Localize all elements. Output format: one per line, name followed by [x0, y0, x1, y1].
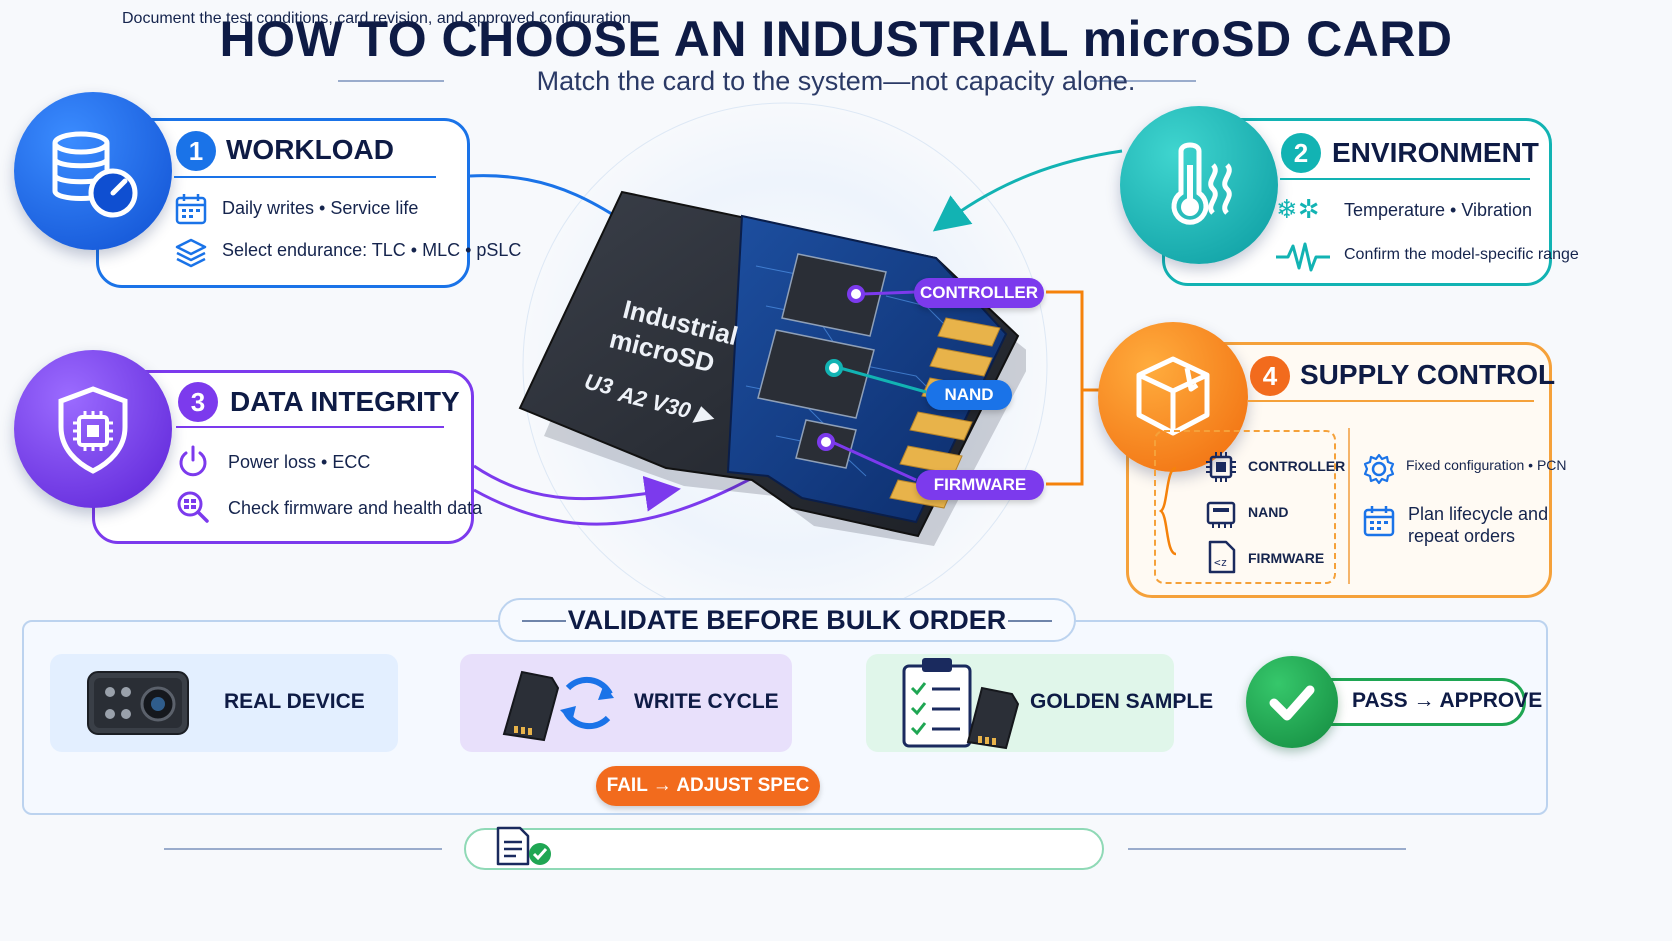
- card-pill-controller: CONTROLLER: [914, 278, 1044, 308]
- calendar-icon: [175, 194, 207, 225]
- step-real-device-label: REAL DEVICE: [224, 690, 365, 713]
- power-icon: [179, 445, 207, 477]
- package-box-icon: [1136, 356, 1210, 436]
- data-integrity-icon-circle: [14, 350, 172, 508]
- environment-icon-circle: [1120, 106, 1278, 264]
- nand-chip-icon: [1206, 501, 1236, 528]
- gear-icon: [1363, 453, 1395, 485]
- footer-note: [464, 828, 1104, 870]
- card-pill-firmware: FIRMWARE: [916, 470, 1044, 500]
- layers-icon: [175, 238, 207, 268]
- workload-number: 1: [176, 131, 216, 171]
- snowflake-icon: ❄✲: [1276, 194, 1320, 224]
- data-integrity-row-2: Check firmware and health data: [228, 498, 483, 518]
- environment-row-2: Confirm the model-specific range: [1344, 246, 1579, 263]
- workload-icon-circle: [14, 92, 172, 250]
- environment-number: 2: [1281, 133, 1321, 173]
- environment-divider: [1280, 178, 1530, 180]
- supply-items-dashed-box: [1154, 430, 1336, 584]
- pass-label: PASS → APPROVE: [1352, 689, 1543, 712]
- document-check-icon: [496, 826, 551, 866]
- supply-vertical-divider: [1348, 428, 1350, 584]
- validate-title-lines: [522, 620, 1052, 622]
- write-cycle-icon: [502, 670, 614, 742]
- vibration-wave-icon: [1276, 242, 1330, 272]
- data-integrity-number: 3: [178, 382, 218, 422]
- data-integrity-row-1: Power loss • ECC: [228, 452, 371, 472]
- thermometer-icon: [1171, 142, 1232, 225]
- supply-control-number: 4: [1250, 356, 1290, 396]
- checklist-sample-icon: [902, 658, 1020, 750]
- camera-device-icon: [87, 671, 189, 735]
- validate-title-text: VALIDATE BEFORE BULK ORDER: [567, 604, 1007, 635]
- workload-row-1: Daily writes • Service life: [222, 198, 419, 218]
- environment-row-1: Temperature • Vibration: [1344, 200, 1533, 220]
- workload-title: WORKLOAD: [226, 134, 394, 165]
- environment-title: ENVIRONMENT: [1332, 137, 1539, 168]
- supply-item-controller: CONTROLLER: [1248, 458, 1346, 474]
- supply-right-2b: repeat orders: [1408, 526, 1516, 546]
- supply-items-brace: [1158, 466, 1177, 556]
- supply-right-2a: Plan lifecycle and: [1408, 504, 1549, 524]
- footer-text: Document the test conditions, card revis…: [122, 10, 636, 27]
- step-write-cycle-label: WRITE CYCLE: [634, 690, 779, 713]
- controller-chip-icon: [1206, 452, 1236, 482]
- supply-control-icon-circle: [1098, 322, 1248, 472]
- workload-divider: [174, 176, 436, 178]
- lifecycle-calendar-icon: [1363, 506, 1395, 537]
- page-subtitle: Match the card to the system—not capacit…: [536, 66, 1136, 96]
- svg-text:<z: <z: [1214, 556, 1227, 569]
- card-pill-nand: NAND: [926, 380, 1012, 410]
- supply-right-1: Fixed configuration • PCN: [1406, 457, 1567, 473]
- supply-item-firmware: FIRMWARE: [1248, 550, 1325, 566]
- supply-control-divider: [1248, 400, 1534, 402]
- data-integrity-title: DATA INTEGRITY: [230, 386, 460, 417]
- step-golden-sample-label: GOLDEN SAMPLE: [1030, 690, 1214, 713]
- firmware-file-icon: <z: [1208, 540, 1236, 574]
- magnifier-health-icon: [177, 491, 209, 523]
- checkmark-icon: [1269, 685, 1315, 721]
- fail-pill: FAIL → ADJUST SPEC: [596, 766, 820, 806]
- page-title: HOW TO CHOOSE AN INDUSTRIAL microSD CARD: [219, 11, 1453, 67]
- validate-title: VALIDATE BEFORE BULK ORDER: [498, 598, 1076, 642]
- shield-chip-icon: [58, 386, 128, 474]
- workload-row-2: Select endurance: TLC • MLC • pSLC: [222, 240, 522, 260]
- supply-item-nand: NAND: [1248, 504, 1289, 520]
- pass-check-circle: [1246, 656, 1338, 748]
- supply-control-title: SUPPLY CONTROL: [1300, 359, 1556, 390]
- database-gauge-icon: [52, 131, 138, 218]
- data-integrity-divider: [176, 426, 444, 428]
